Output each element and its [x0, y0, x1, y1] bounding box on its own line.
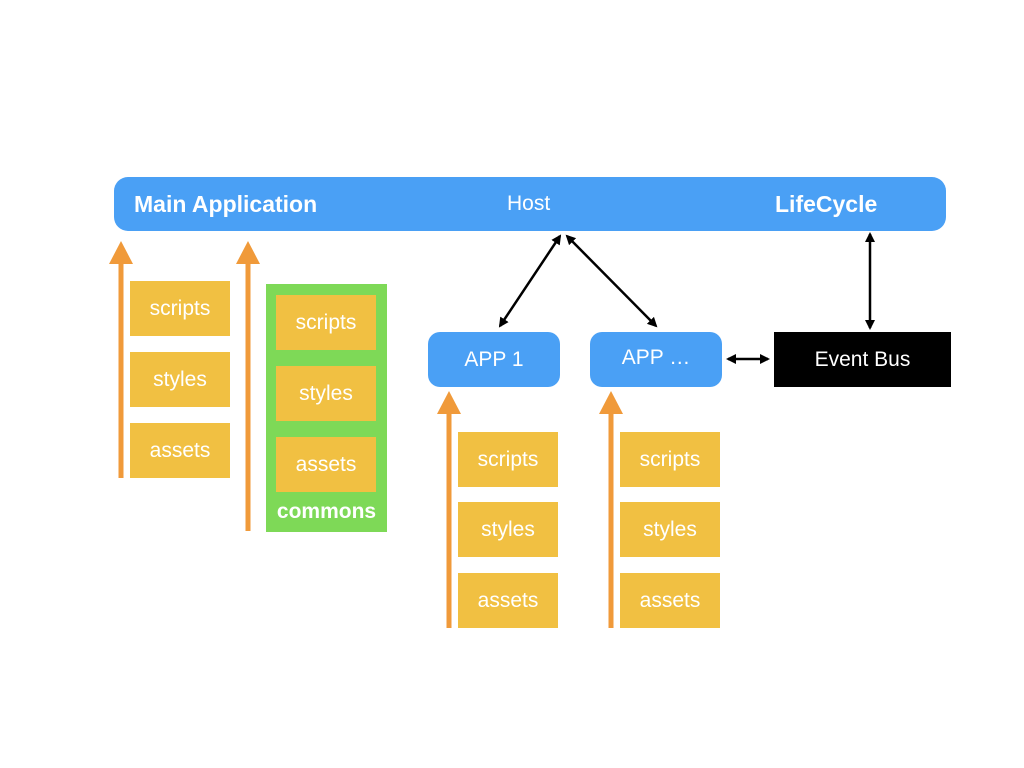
main-load-arrow-2	[236, 241, 260, 531]
host-label: Host	[507, 192, 551, 215]
main-assets-box: assets	[130, 423, 230, 478]
app-more-styles-box: styles	[620, 502, 720, 557]
main-load-arrow-1	[109, 241, 133, 478]
commons-styles-box: styles	[276, 366, 376, 421]
app-more-box: APP …	[590, 332, 722, 387]
commons-label: commons	[276, 500, 377, 523]
app-1-assets-box: assets	[458, 573, 558, 628]
event-bus-box: Event Bus	[774, 332, 951, 387]
host-bar: Main Application Host LifeCycle	[114, 177, 946, 231]
app-1-box: APP 1	[428, 332, 560, 387]
main-styles-box: styles	[130, 352, 230, 407]
lifecycle-label: LifeCycle	[775, 191, 878, 217]
app-more-scripts-box: scripts	[620, 432, 720, 487]
main-application-label: Main Application	[134, 191, 318, 217]
host-app-1-arrow	[498, 234, 562, 328]
app-1-styles-box: styles	[458, 502, 558, 557]
app-more-load-arrow	[599, 391, 623, 628]
app-1-scripts-box: scripts	[458, 432, 558, 487]
commons-scripts-box: scripts	[276, 295, 376, 350]
commons-assets-box: assets	[276, 437, 376, 492]
main-scripts-box: scripts	[130, 281, 230, 336]
host-app-more-arrow	[565, 234, 658, 328]
app-1-load-arrow	[437, 391, 461, 628]
app-more-assets-box: assets	[620, 573, 720, 628]
